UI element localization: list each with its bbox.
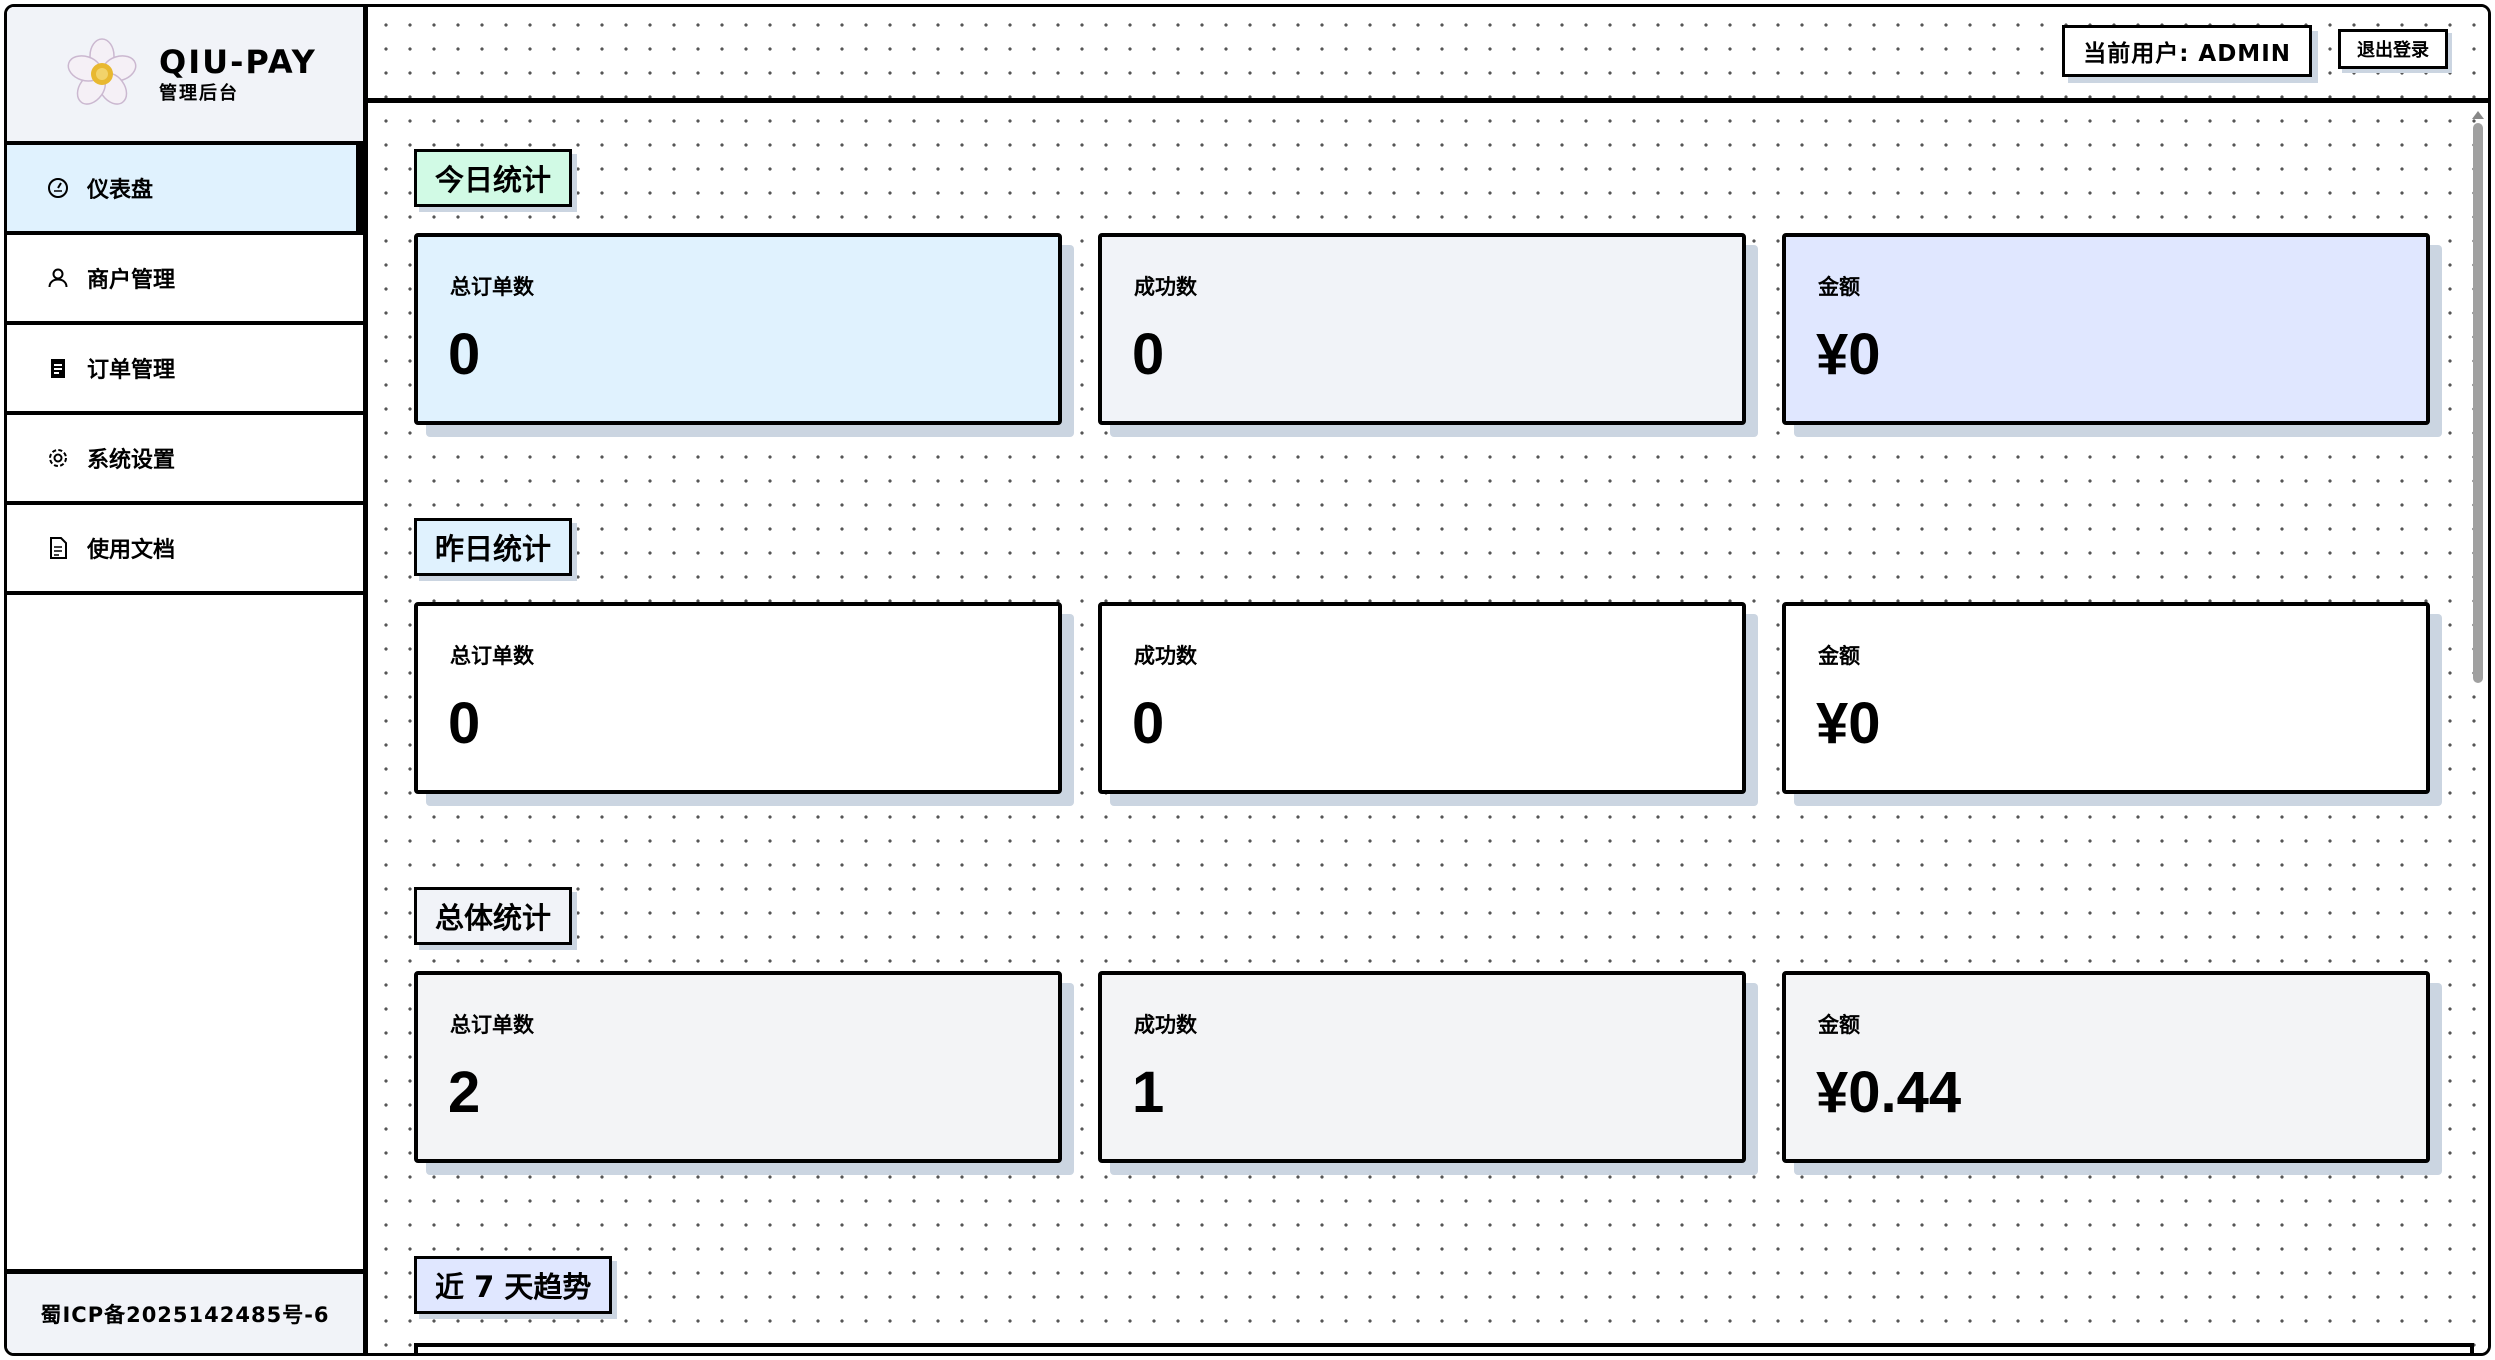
user-icon	[45, 265, 71, 291]
sidebar-nav: 仪表盘 商户管理 订单管理 系统设置	[7, 145, 365, 595]
sidebar-item-label: 仪表盘	[87, 178, 154, 203]
stat-card-value: 2	[448, 1060, 481, 1125]
clipboard-icon	[45, 355, 71, 381]
dashboard-icon	[45, 175, 71, 201]
app-window: QIU-PAY 管理后台 仪表盘 商户管理 订单管理	[4, 4, 2491, 1356]
stat-card-label: 金额	[1818, 1013, 1860, 1037]
stat-card-value: ¥0	[1816, 322, 1881, 387]
stat-card-overall-amount: 金额 ¥0.44	[1782, 971, 2430, 1163]
stat-card-value: 1	[1132, 1060, 1165, 1125]
logout-button[interactable]: 退出登录	[2338, 29, 2448, 69]
sidebar-item-label: 商户管理	[87, 268, 176, 293]
section-title-overall: 总体统计	[414, 887, 573, 945]
stat-card-value: 0	[1132, 322, 1165, 387]
flower-logo-icon	[67, 38, 137, 105]
stat-card-value: 0	[448, 322, 481, 387]
stat-card-label: 成功数	[1134, 644, 1197, 668]
sidebar-item-docs[interactable]: 使用文档	[7, 505, 363, 595]
icp-footer[interactable]: 蜀ICP备2025142485号-6	[7, 1269, 363, 1353]
stat-card-label: 金额	[1818, 644, 1860, 668]
gear-icon	[45, 445, 71, 471]
stat-card-value: 0	[1132, 691, 1165, 756]
stat-card-overall-orders: 总订单数 2	[414, 971, 1062, 1163]
section-title-yesterday: 昨日统计	[414, 518, 573, 576]
stat-card-overall-success: 成功数 1	[1098, 971, 1746, 1163]
scroll-up-arrow-icon[interactable]	[2472, 111, 2484, 119]
stat-card-yesterday-orders: 总订单数 0	[414, 602, 1062, 794]
brand: QIU-PAY 管理后台	[7, 7, 363, 145]
stat-card-value: 0	[448, 691, 481, 756]
stat-card-value: ¥0	[1816, 691, 1881, 756]
stat-card-today-orders: 总订单数 0	[414, 233, 1062, 425]
stat-card-yesterday-success: 成功数 0	[1098, 602, 1746, 794]
stat-card-today-amount: 金额 ¥0	[1782, 233, 2430, 425]
sidebar-item-dashboard[interactable]: 仪表盘	[7, 145, 365, 235]
stat-card-label: 成功数	[1134, 275, 1197, 299]
stat-card-value: ¥0.44	[1816, 1060, 1962, 1125]
sidebar: QIU-PAY 管理后台 仪表盘 商户管理 订单管理	[7, 7, 368, 1353]
main-content: 当前用户: ADMIN 退出登录 今日统计 总订单数 0 成功数 0 金额 ¥0…	[368, 7, 2488, 1353]
sidebar-item-label: 订单管理	[87, 358, 176, 383]
stat-card-label: 总订单数	[450, 1013, 534, 1037]
current-user-badge: 当前用户: ADMIN	[2062, 25, 2312, 77]
section-title-trend: 近 7 天趋势	[414, 1256, 613, 1314]
sidebar-item-settings[interactable]: 系统设置	[7, 415, 363, 505]
sidebar-item-label: 使用文档	[87, 538, 176, 563]
top-header: 当前用户: ADMIN 退出登录	[368, 7, 2488, 103]
stat-card-label: 总订单数	[450, 644, 534, 668]
sidebar-item-merchants[interactable]: 商户管理	[7, 235, 363, 325]
stat-card-label: 成功数	[1134, 1013, 1197, 1037]
trend-chart-panel	[414, 1343, 2474, 1353]
sidebar-item-orders[interactable]: 订单管理	[7, 325, 363, 415]
main-scrollbar[interactable]	[2470, 107, 2486, 1352]
stat-card-label: 金额	[1818, 275, 1860, 299]
brand-subtitle: 管理后台	[159, 83, 239, 104]
stat-card-label: 总订单数	[450, 275, 534, 299]
brand-name: QIU-PAY	[159, 43, 317, 81]
stat-card-yesterday-amount: 金额 ¥0	[1782, 602, 2430, 794]
section-title-today: 今日统计	[414, 149, 573, 207]
stat-card-today-success: 成功数 0	[1098, 233, 1746, 425]
document-icon	[45, 535, 71, 561]
sidebar-item-label: 系统设置	[87, 448, 176, 473]
scroll-thumb[interactable]	[2473, 123, 2483, 683]
